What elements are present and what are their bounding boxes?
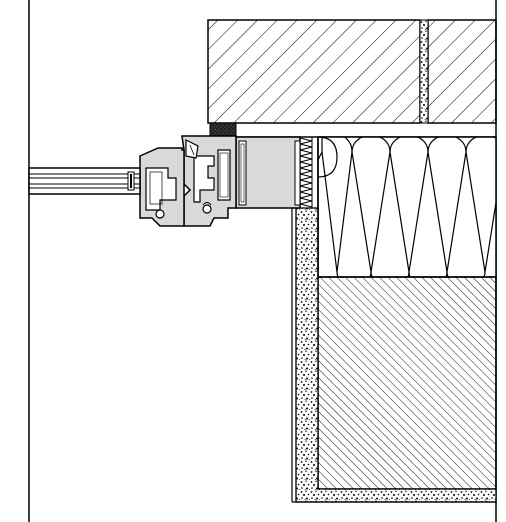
masonry-wall [317, 276, 497, 490]
frame-extension-profile [235, 136, 301, 209]
compression-seal [299, 137, 319, 277]
window-sash-profile [139, 139, 199, 227]
sealing-tape [209, 122, 237, 138]
insulation-layer [317, 136, 497, 278]
lintel-block [207, 19, 497, 124]
glazing-unit [28, 167, 141, 195]
